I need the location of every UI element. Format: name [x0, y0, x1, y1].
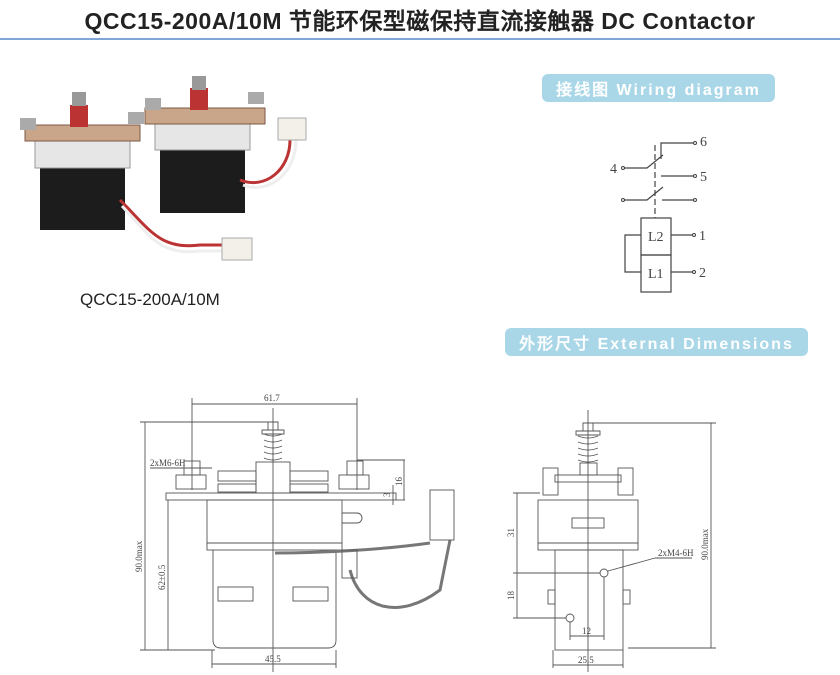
dim-31: 31 [506, 528, 516, 537]
dim-90-max-side: 90.0max [700, 528, 710, 560]
page-title: QCC15-200A/10M 节能环保型磁保持直流接触器 DC Contacto… [84, 8, 756, 34]
terminal-1-label: 1 [699, 229, 706, 244]
product-photo [20, 76, 307, 261]
terminal-6-label: 6 [700, 135, 707, 150]
coil-l2-label: L2 [648, 230, 664, 245]
coil-l1-label: L1 [648, 267, 664, 282]
dim-90-max-front: 90.0max [134, 540, 144, 572]
contactor-left [20, 92, 253, 261]
wiring-section-header: 接线图 Wiring diagram [542, 74, 775, 102]
contactor-right [144, 76, 307, 213]
product-caption: QCC15-200A/10M [80, 290, 220, 309]
dim-45-5: 45.5 [265, 654, 281, 664]
terminal-2-label: 2 [699, 266, 706, 281]
dim-3: 3 [382, 492, 392, 497]
dimensions-section-header: 外形尺寸 External Dimensions [505, 328, 808, 356]
dim-thread-m6: 2xM6-6H [150, 458, 186, 468]
dim-25-5: 25.5 [578, 655, 594, 665]
dim-18: 18 [506, 591, 516, 601]
header-divider [0, 38, 840, 40]
dim-thread-m4: 2xM4-6H [658, 548, 694, 558]
terminal-5-label: 5 [700, 170, 707, 185]
dim-61-7: 61.7 [264, 393, 280, 403]
dim-16: 16 [394, 477, 404, 487]
dim-12: 12 [582, 626, 591, 636]
dim-62: 62±0.5 [157, 564, 167, 590]
terminal-4-label: 4 [610, 162, 617, 177]
